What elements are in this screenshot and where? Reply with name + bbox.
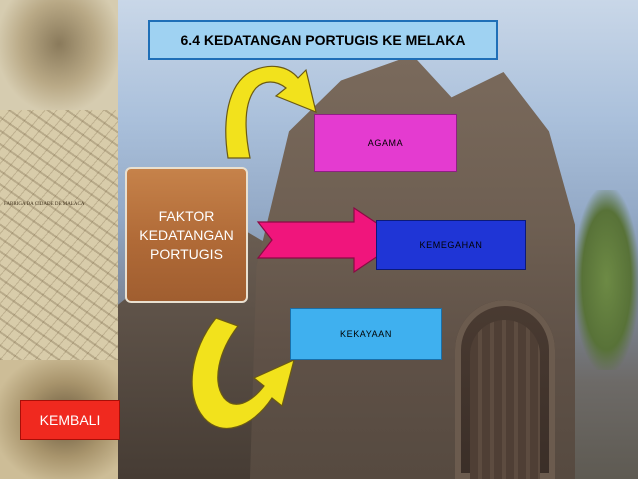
explorer-portrait-top — [0, 0, 118, 110]
historical-map-image: FABRIGA DA CIDADE DE MALACA — [0, 110, 118, 360]
central-line-1: FAKTOR — [158, 207, 215, 224]
map-caption: FABRIGA DA CIDADE DE MALACA — [4, 202, 85, 207]
central-factor-box: FAKTOR KEDATANGAN PORTUGIS — [125, 167, 248, 303]
curved-arrow-to-agama-icon — [225, 65, 317, 159]
central-line-2: KEDATANGAN — [139, 226, 234, 243]
kembali-button[interactable]: KEMBALI — [20, 400, 120, 440]
straight-arrow-to-kemegahan-icon — [256, 206, 404, 274]
factor-kemegahan-box[interactable]: KEMEGAHAN — [376, 220, 526, 270]
factor-kemegahan-label: KEMEGAHAN — [419, 240, 483, 250]
slide-title: 6.4 KEDATANGAN PORTUGIS KE MELAKA — [148, 20, 498, 60]
factor-agama-label: AGAMA — [367, 138, 404, 148]
tree-foliage — [575, 190, 638, 370]
central-line-3: PORTUGIS — [150, 245, 223, 262]
ruin-arch-gate — [470, 320, 540, 479]
factor-kekayaan-label: KEKAYAAN — [340, 329, 392, 339]
factor-kekayaan-box[interactable]: KEKAYAAN — [290, 308, 442, 360]
curved-arrow-to-kekayaan-icon — [191, 317, 295, 429]
factor-agama-box[interactable]: AGAMA — [314, 114, 457, 172]
